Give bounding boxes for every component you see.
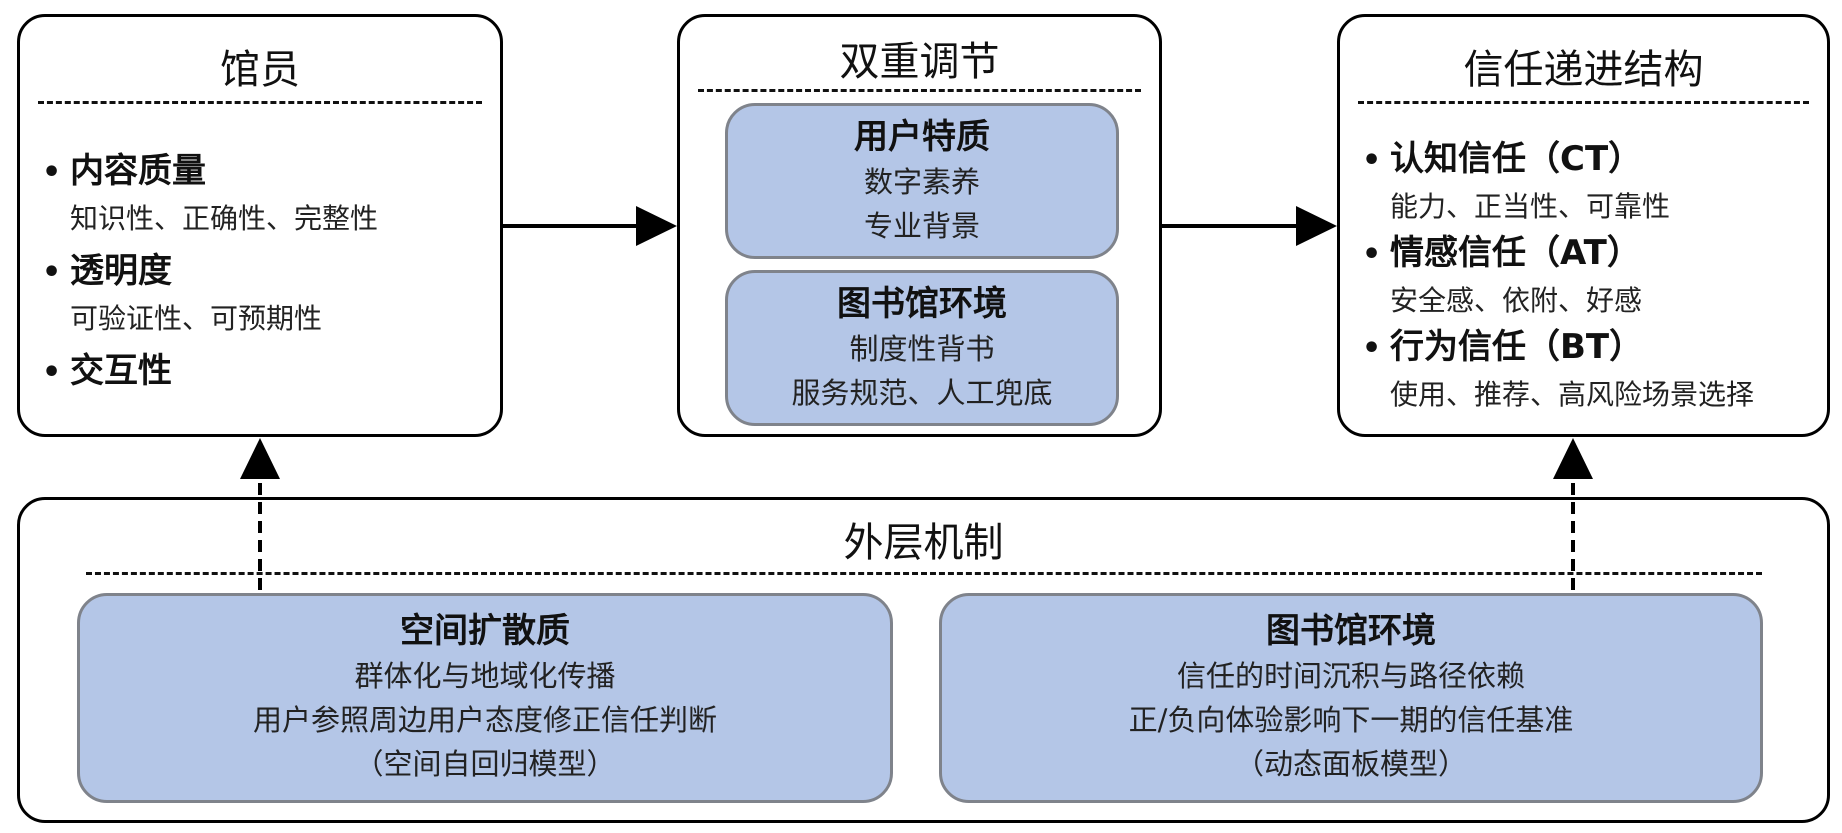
list-item: •情感信任（AT） 安全感、依附、好感 bbox=[1362, 229, 1754, 323]
library-env-line: 服务规范、人工兜底 bbox=[791, 376, 1053, 410]
bullet-icon: • bbox=[42, 355, 62, 390]
library-dynamics-line: 正/负向体验影响下一期的信任基准 bbox=[1128, 703, 1574, 737]
spatial-diffusion-line: 群体化与地域化传播 bbox=[354, 659, 616, 693]
arrowhead-icon bbox=[636, 206, 677, 246]
bullet-icon: • bbox=[1362, 143, 1382, 178]
library-dynamics-line: 信任的时间沉积与路径依赖 bbox=[1176, 659, 1525, 693]
outer-mechanism-box: 外层机制 空间扩散质 群体化与地域化传播 用户参照周边用户态度修正信任判断 （空… bbox=[17, 497, 1830, 823]
item-detail: 可验证性、可预期性 bbox=[70, 302, 323, 335]
user-traits-box: 用户特质 数字素养 专业背景 bbox=[725, 103, 1119, 259]
trust-structure-box: 信任递进结构 •认知信任（CT） 能力、正当性、可靠性 •情感信任（AT） 安全… bbox=[1337, 14, 1830, 437]
item-head: 情感信任（AT） bbox=[1390, 233, 1641, 273]
librarian-divider bbox=[38, 101, 482, 104]
library-dynamics-box: 图书馆环境 信任的时间沉积与路径依赖 正/负向体验影响下一期的信任基准 （动态面… bbox=[939, 593, 1763, 803]
list-item: •行为信任（BT） 使用、推荐、高风险场景选择 bbox=[1362, 323, 1754, 417]
item-head: 透明度 bbox=[70, 251, 172, 291]
item-head: 认知信任（CT） bbox=[1390, 139, 1643, 179]
bullet-icon: • bbox=[1362, 237, 1382, 272]
item-detail: 安全感、依附、好感 bbox=[1390, 284, 1643, 317]
arrow-moderation-to-trust bbox=[1162, 206, 1337, 246]
outer-mechanism-divider bbox=[86, 572, 1762, 575]
library-env-line: 制度性背书 bbox=[849, 332, 995, 366]
list-item: •认知信任（CT） 能力、正当性、可靠性 bbox=[1362, 135, 1754, 229]
moderation-title: 双重调节 bbox=[839, 39, 1000, 85]
arrow-librarian-to-moderation bbox=[503, 206, 677, 246]
moderation-box: 双重调节 用户特质 数字素养 专业背景 图书馆环境 制度性背书 服务规范、人工兜… bbox=[677, 14, 1162, 437]
item-head: 内容质量 bbox=[70, 151, 206, 191]
spatial-diffusion-title: 空间扩散质 bbox=[400, 611, 570, 651]
library-env-title: 图书馆环境 bbox=[837, 284, 1007, 324]
bullet-icon: • bbox=[1362, 331, 1382, 366]
item-detail: 能力、正当性、可靠性 bbox=[1390, 190, 1671, 223]
library-dynamics-title: 图书馆环境 bbox=[1266, 611, 1436, 651]
item-head: 行为信任（BT） bbox=[1390, 327, 1644, 367]
trust-structure-title: 信任递进结构 bbox=[1463, 47, 1704, 93]
librarian-title: 馆员 bbox=[220, 47, 300, 93]
list-item: •交互性 bbox=[42, 347, 378, 397]
list-item: •透明度 可验证性、可预期性 bbox=[42, 247, 378, 341]
bullet-icon: • bbox=[42, 255, 62, 290]
item-detail: 使用、推荐、高风险场景选择 bbox=[1390, 378, 1755, 411]
spatial-diffusion-line: （空间自回归模型） bbox=[354, 747, 616, 781]
bullet-icon: • bbox=[42, 155, 62, 190]
moderation-divider bbox=[698, 89, 1141, 92]
arrowhead-icon bbox=[1296, 206, 1337, 246]
user-traits-line: 专业背景 bbox=[863, 209, 980, 243]
arrowhead-icon bbox=[1553, 438, 1593, 479]
library-dynamics-line: （动态面板模型） bbox=[1234, 747, 1467, 781]
user-traits-line: 数字素养 bbox=[863, 165, 980, 199]
trust-structure-divider bbox=[1358, 101, 1809, 104]
library-env-box: 图书馆环境 制度性背书 服务规范、人工兜底 bbox=[725, 270, 1119, 426]
spatial-diffusion-box: 空间扩散质 群体化与地域化传播 用户参照周边用户态度修正信任判断 （空间自回归模… bbox=[77, 593, 893, 803]
librarian-list: •内容质量 知识性、正确性、完整性 •透明度 可验证性、可预期性 •交互性 bbox=[42, 147, 378, 397]
trust-list: •认知信任（CT） 能力、正当性、可靠性 •情感信任（AT） 安全感、依附、好感… bbox=[1362, 135, 1754, 417]
spatial-diffusion-line: 用户参照周边用户态度修正信任判断 bbox=[252, 703, 717, 737]
item-detail: 知识性、正确性、完整性 bbox=[70, 202, 379, 235]
outer-mechanism-title: 外层机制 bbox=[843, 520, 1004, 566]
user-traits-title: 用户特质 bbox=[854, 117, 990, 157]
librarian-box: 馆员 •内容质量 知识性、正确性、完整性 •透明度 可验证性、可预期性 •交互性 bbox=[17, 14, 503, 437]
item-head: 交互性 bbox=[70, 351, 172, 391]
arrowhead-icon bbox=[240, 438, 280, 479]
list-item: •内容质量 知识性、正确性、完整性 bbox=[42, 147, 378, 241]
